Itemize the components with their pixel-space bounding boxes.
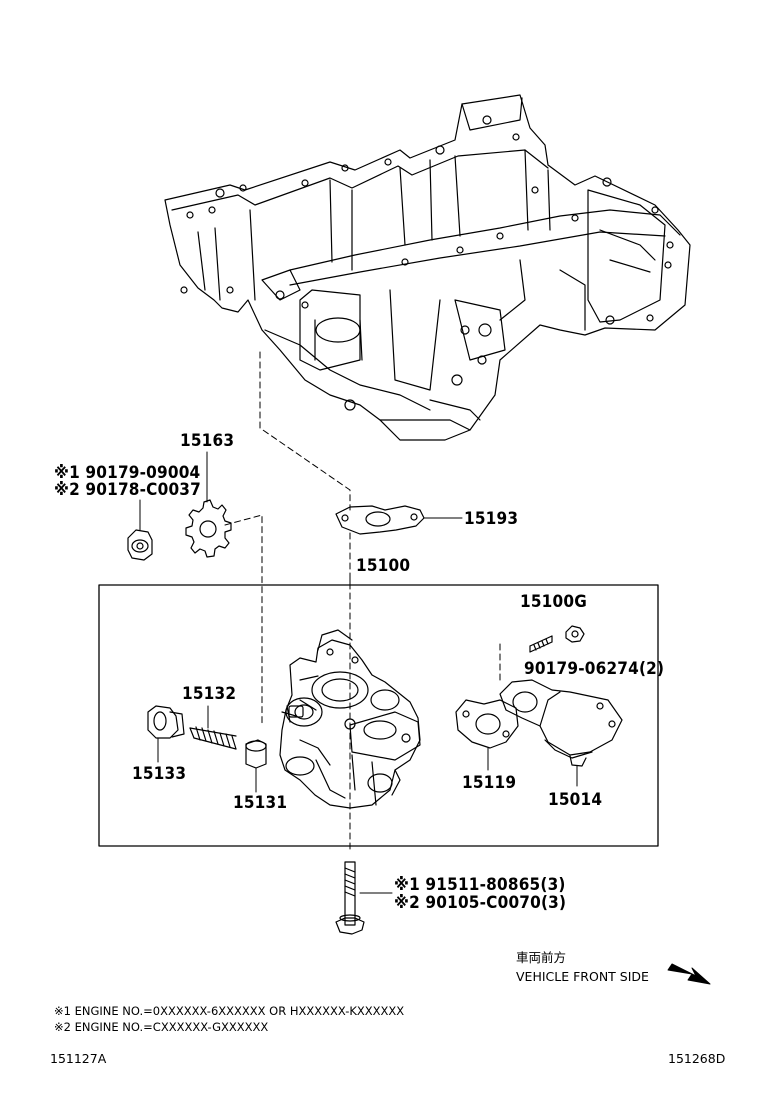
gasket-15193 [335,505,425,535]
callout-15193: 15193 [464,509,519,529]
callout-15163: 15163 [180,431,235,451]
callout-15100G: 15100G [520,592,587,612]
front-label-jp: 車両前方 [516,950,567,965]
valve-15131 [245,739,267,769]
callout-15100: 15100 [356,556,411,576]
arrow-down-right-icon [667,963,711,985]
stud-15100G [529,635,553,653]
callout-90179-06274: 90179-06274(2) [524,659,665,679]
callout-15132: 15132 [182,684,237,704]
assembly-box-15100 [98,584,659,847]
callout-nut-alt2: ※2 90178-C0037 [54,480,201,500]
bolt-91511-80865 [335,861,365,935]
strainer-15014 [499,679,623,767]
callout-15131: 15131 [233,793,288,813]
note-engine-1: ※1 ENGINE NO.=0XXXXXX-6XXXXXX OR HXXXXXX… [54,1004,405,1018]
callout-15119: 15119 [462,773,517,793]
callout-15133: 15133 [132,764,187,784]
gasket-15119 [455,699,519,749]
plug-15133 [147,705,185,739]
nut-90179-09004 [127,529,153,561]
spring-15132 [189,726,237,750]
diagram-code-left: 151127A [50,1051,107,1066]
callout-bolt-alt1: ※1 91511-80865(3) [394,875,566,895]
oil-pan-illustration [164,94,691,441]
nut-90179-06274 [565,625,585,643]
callout-15014: 15014 [548,790,603,810]
callout-nut-alt1: ※1 90179-09004 [54,463,201,483]
front-label-en: VEHICLE FRONT SIDE [516,969,649,984]
diagram-code-right: 151268D [668,1051,726,1066]
sprocket-15163 [185,499,232,558]
callout-bolt-alt2: ※2 90105-C0070(3) [394,893,567,913]
alignment-lines [224,351,501,851]
note-engine-2: ※2 ENGINE NO.=CXXXXXX-GXXXXXX [54,1020,269,1034]
oil-pump-body [279,629,421,809]
